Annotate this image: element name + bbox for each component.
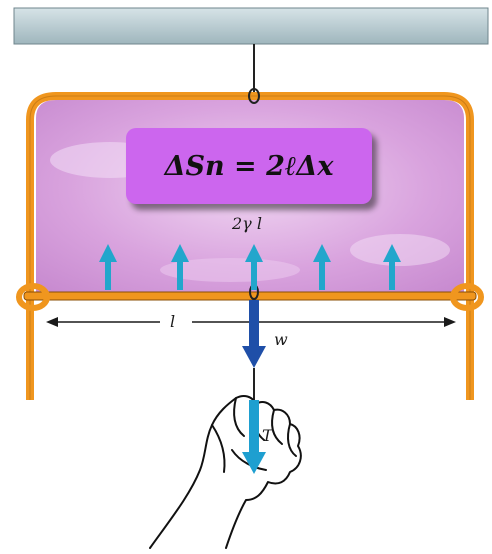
top-hook xyxy=(248,88,260,104)
hand-gripping-string-icon xyxy=(149,395,302,549)
weight-arrow xyxy=(242,300,266,368)
tension-label: T xyxy=(262,426,273,445)
surface-force-label: 2γ l xyxy=(232,214,262,233)
length-dimension xyxy=(46,317,456,327)
surface-force-arrow xyxy=(383,244,401,290)
right-ring xyxy=(450,283,484,311)
surface-force-arrow xyxy=(171,244,189,290)
length-label: l xyxy=(170,312,176,331)
surface-force-arrows xyxy=(99,244,401,290)
surface-force-arrow xyxy=(313,244,331,290)
surface-force-arrow xyxy=(245,244,263,290)
surface-force-arrow xyxy=(99,244,117,290)
weight-label: w xyxy=(274,330,288,349)
tension-arrow xyxy=(242,400,266,474)
area-change-formula: ΔSn = 2ℓΔx xyxy=(126,128,372,204)
left-ring xyxy=(16,283,50,311)
ceiling-bar xyxy=(13,7,489,45)
